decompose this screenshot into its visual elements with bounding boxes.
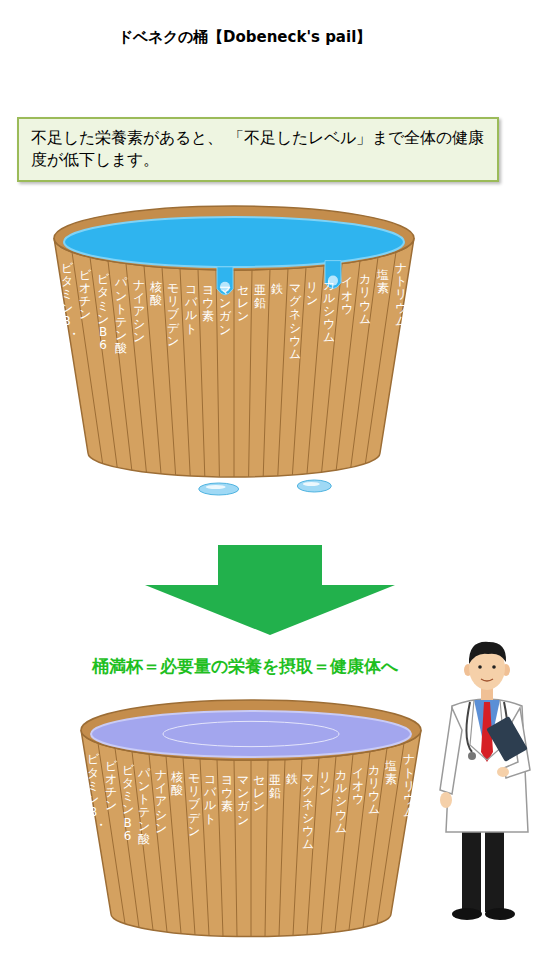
stave-line xyxy=(98,743,125,924)
barrel-shape: ビタミンB1・B2 ビオチンビタミンB6 パントテン酸ナイアシン核酸モリブデンコバル… xyxy=(75,692,427,947)
nutrient-label: ビオチン xyxy=(79,269,91,322)
nutrient-label: リン xyxy=(319,771,331,797)
stave-line xyxy=(149,754,167,932)
nutrient-label: 鉄 xyxy=(286,773,298,786)
stave-line xyxy=(216,270,219,477)
water-ripple xyxy=(163,721,339,746)
drop-highlight xyxy=(303,482,320,486)
nutrient-label: カリウム xyxy=(368,764,380,817)
nutrient-label: パントテン酸 xyxy=(115,276,127,355)
water-drop xyxy=(297,480,331,492)
water-surface xyxy=(64,217,404,267)
water-drop xyxy=(199,483,239,495)
nutrient-label: 塩素 xyxy=(385,760,397,786)
doctor-shoe xyxy=(485,908,515,920)
nutrient-label: マグネシウム xyxy=(302,772,314,851)
doctor-mouth xyxy=(481,679,493,681)
nutrient-label: コバルト xyxy=(204,773,216,826)
stave-line xyxy=(377,743,404,924)
doctor-hair xyxy=(469,642,506,664)
nutrient-label: リン xyxy=(306,281,318,307)
nutrient-label: カルシウム xyxy=(335,769,347,835)
stave-line xyxy=(234,760,237,937)
stave-line xyxy=(351,257,378,467)
nutrient-label: マンガン xyxy=(219,284,231,337)
nutrient-label: イオウ xyxy=(341,276,353,316)
nutrient-label: ビタミンB6 xyxy=(122,764,134,843)
stave-line xyxy=(335,754,353,932)
nutrient-label: コバルト xyxy=(185,283,197,336)
stave-line xyxy=(336,261,360,470)
nutrient-label: 核酸 xyxy=(150,281,162,307)
nutrient-label: 核酸 xyxy=(171,771,183,797)
doctor-leg xyxy=(462,820,481,912)
nutrient-label: モリブデン xyxy=(167,282,179,348)
drop-highlight xyxy=(206,485,226,489)
clipboard xyxy=(486,716,528,762)
nutrient-label: ヨウ素 xyxy=(202,284,214,324)
stave-line xyxy=(132,751,153,930)
nutrient-label: ビタミンB6 xyxy=(97,273,109,352)
stave-line xyxy=(108,261,132,470)
block-arrow xyxy=(145,545,395,635)
stave-line xyxy=(249,270,252,477)
result-caption: 桶満杯＝必要量の栄養を摂取＝健康体へ xyxy=(92,655,398,678)
stave-line xyxy=(90,257,117,467)
note-text: 不足した栄養素があると、 「不足したレベル」まで全体の健康度が低下します。 xyxy=(31,127,485,172)
nutrient-label: マグネシウム xyxy=(289,282,301,361)
nutrient-label: 塩素 xyxy=(377,269,389,295)
stave-line xyxy=(126,264,146,473)
nutrient-label: カルシウム xyxy=(323,279,335,345)
nutrient-label: カリウム xyxy=(359,273,371,326)
nutrient-label: モリブデン xyxy=(188,772,200,838)
stave-line xyxy=(265,760,268,937)
nutrient-label: 亜鉛 xyxy=(269,774,281,800)
nutrient-label: セレン xyxy=(237,284,249,324)
nutrient-label: ナイアシン xyxy=(133,279,145,345)
nutrient-label: ビタミンB1・B2 xyxy=(61,262,73,368)
barrel-body xyxy=(81,730,421,936)
stethoscope-head xyxy=(468,752,476,760)
stave-line xyxy=(278,269,288,476)
nutrient-label: マンガン xyxy=(237,774,249,827)
diagram-title: ドベネクの桶【Dobeneck's pail】 xyxy=(118,28,371,47)
nutrient-label: 鉄 xyxy=(271,283,283,296)
barrel-rim xyxy=(54,206,414,270)
doctor-arm xyxy=(440,708,462,794)
barrel-body xyxy=(54,238,414,477)
water-surface xyxy=(91,711,411,757)
note-box: 不足した栄養素があると、 「不足したレベル」まで全体の健康度が低下します。 xyxy=(17,117,499,182)
nutrient-label: ビタミンB1・B2 xyxy=(87,753,99,859)
barrel-shape: ビタミンB1・B2 ビオチンビタミンB6 パントテン酸ナイアシン核酸モリブデンコバル… xyxy=(48,198,420,498)
nutrient-label: ビオチン xyxy=(105,760,117,813)
nutrient-label: ナトリウム xyxy=(403,753,415,819)
nutrient-label: ナイアシン xyxy=(155,769,167,835)
doctor-shoe xyxy=(452,908,482,920)
doctor-hand xyxy=(497,767,509,777)
stave-line xyxy=(234,270,235,477)
stave-line xyxy=(115,748,139,928)
stave-line xyxy=(322,264,342,473)
nutrient-label: イオウ xyxy=(352,767,364,807)
barrel-rim xyxy=(81,700,421,760)
stave-line xyxy=(363,748,387,928)
nutrient-label: 亜鉛 xyxy=(254,284,266,310)
doctor-eye xyxy=(478,665,482,669)
doctor-hand xyxy=(440,792,452,808)
stave-line xyxy=(251,760,252,937)
nutrient-label: セレン xyxy=(253,774,265,814)
nutrient-label: ヨウ素 xyxy=(221,774,233,814)
doctor-leg xyxy=(485,820,504,912)
doctor-eye xyxy=(492,665,496,669)
nutrient-label: ナトリウム xyxy=(395,262,407,328)
stave-line xyxy=(349,751,370,930)
nutrient-label: パントテン酸 xyxy=(138,767,150,846)
